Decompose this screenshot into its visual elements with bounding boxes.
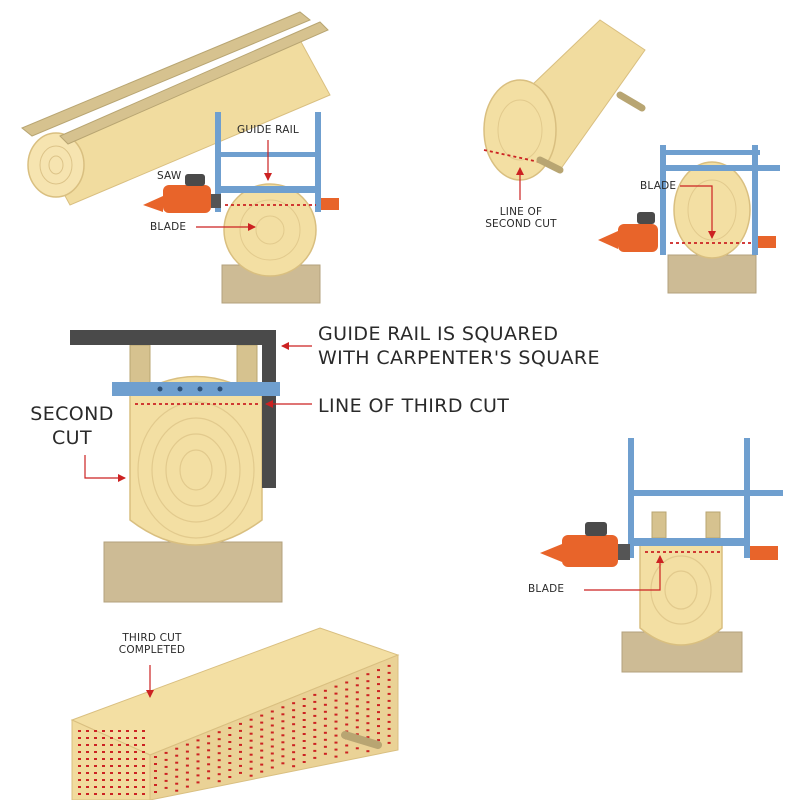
label-line-of-second-cut-line1: LINE OF <box>499 206 543 218</box>
guide-rail <box>112 382 280 396</box>
label-blade-1: BLADE <box>150 221 187 233</box>
support-block <box>667 254 757 294</box>
saw-tip <box>143 196 163 212</box>
end-face-cut-marks <box>78 664 391 795</box>
frame-post <box>744 438 750 558</box>
first-cut-setup <box>143 112 339 304</box>
label-blade-3: BLADE <box>528 583 565 595</box>
support-block <box>103 541 283 603</box>
blade-arrow <box>680 185 716 239</box>
blade-arrow <box>584 555 664 591</box>
frame-post <box>215 112 221 212</box>
guide-strip <box>21 11 311 137</box>
label-second-cut-line1: SECOND <box>30 403 114 425</box>
label-guide-rail: GUIDE RAIL <box>237 124 299 136</box>
carpenters-square <box>70 330 270 345</box>
second-cut-setup <box>598 145 780 294</box>
guide-rail <box>628 490 783 496</box>
label-blade-2: BLADE <box>640 180 677 192</box>
log-end <box>223 183 317 277</box>
saw-tip <box>598 231 618 249</box>
label-third-cut-completed-line2: COMPLETED <box>118 644 186 656</box>
label-second-cut-line2: CUT <box>52 427 92 449</box>
saw-body <box>163 185 211 213</box>
frame-post <box>315 112 321 212</box>
third-cut-squaring <box>70 330 312 603</box>
saw-body <box>618 224 658 252</box>
squared-log <box>129 394 263 546</box>
log-with-guide-strips <box>21 11 331 206</box>
label-guide-rail-squared-line1: GUIDE RAIL IS SQUARED <box>318 323 559 345</box>
guide-rail <box>660 165 780 171</box>
log-line-of-second-cut <box>483 19 646 200</box>
carpenters-square-leg <box>262 330 276 488</box>
squared-log <box>639 544 723 646</box>
label-line-of-second-cut-line2: SECOND CUT <box>485 218 557 230</box>
mill-bar <box>634 538 746 546</box>
saw-body <box>562 535 618 567</box>
label-guide-rail-squared-line2: WITH CARPENTER'S SQUARE <box>318 347 600 369</box>
mill-bar <box>215 186 321 193</box>
label-line-of-third-cut: LINE OF THIRD CUT <box>318 395 510 417</box>
completed-beam <box>70 627 400 800</box>
label-second-cut: SECOND CUT <box>22 402 122 450</box>
frame-post <box>660 145 666 255</box>
label-line-of-second-cut: LINE OF SECOND CUT <box>480 206 562 230</box>
third-cut-setup <box>540 438 783 673</box>
second-cut-arrow <box>84 455 126 482</box>
label-third-cut-completed: THIRD CUT COMPLETED <box>100 632 204 656</box>
label-third-cut-completed-line1: THIRD CUT <box>122 632 182 644</box>
frame-post <box>628 438 634 558</box>
saw-tip <box>540 544 562 562</box>
label-guide-rail-squared: GUIDE RAIL IS SQUARED WITH CARPENTER'S S… <box>318 322 600 370</box>
label-saw: SAW <box>157 170 182 182</box>
guide-strip <box>59 21 329 145</box>
frame-post <box>752 145 758 255</box>
